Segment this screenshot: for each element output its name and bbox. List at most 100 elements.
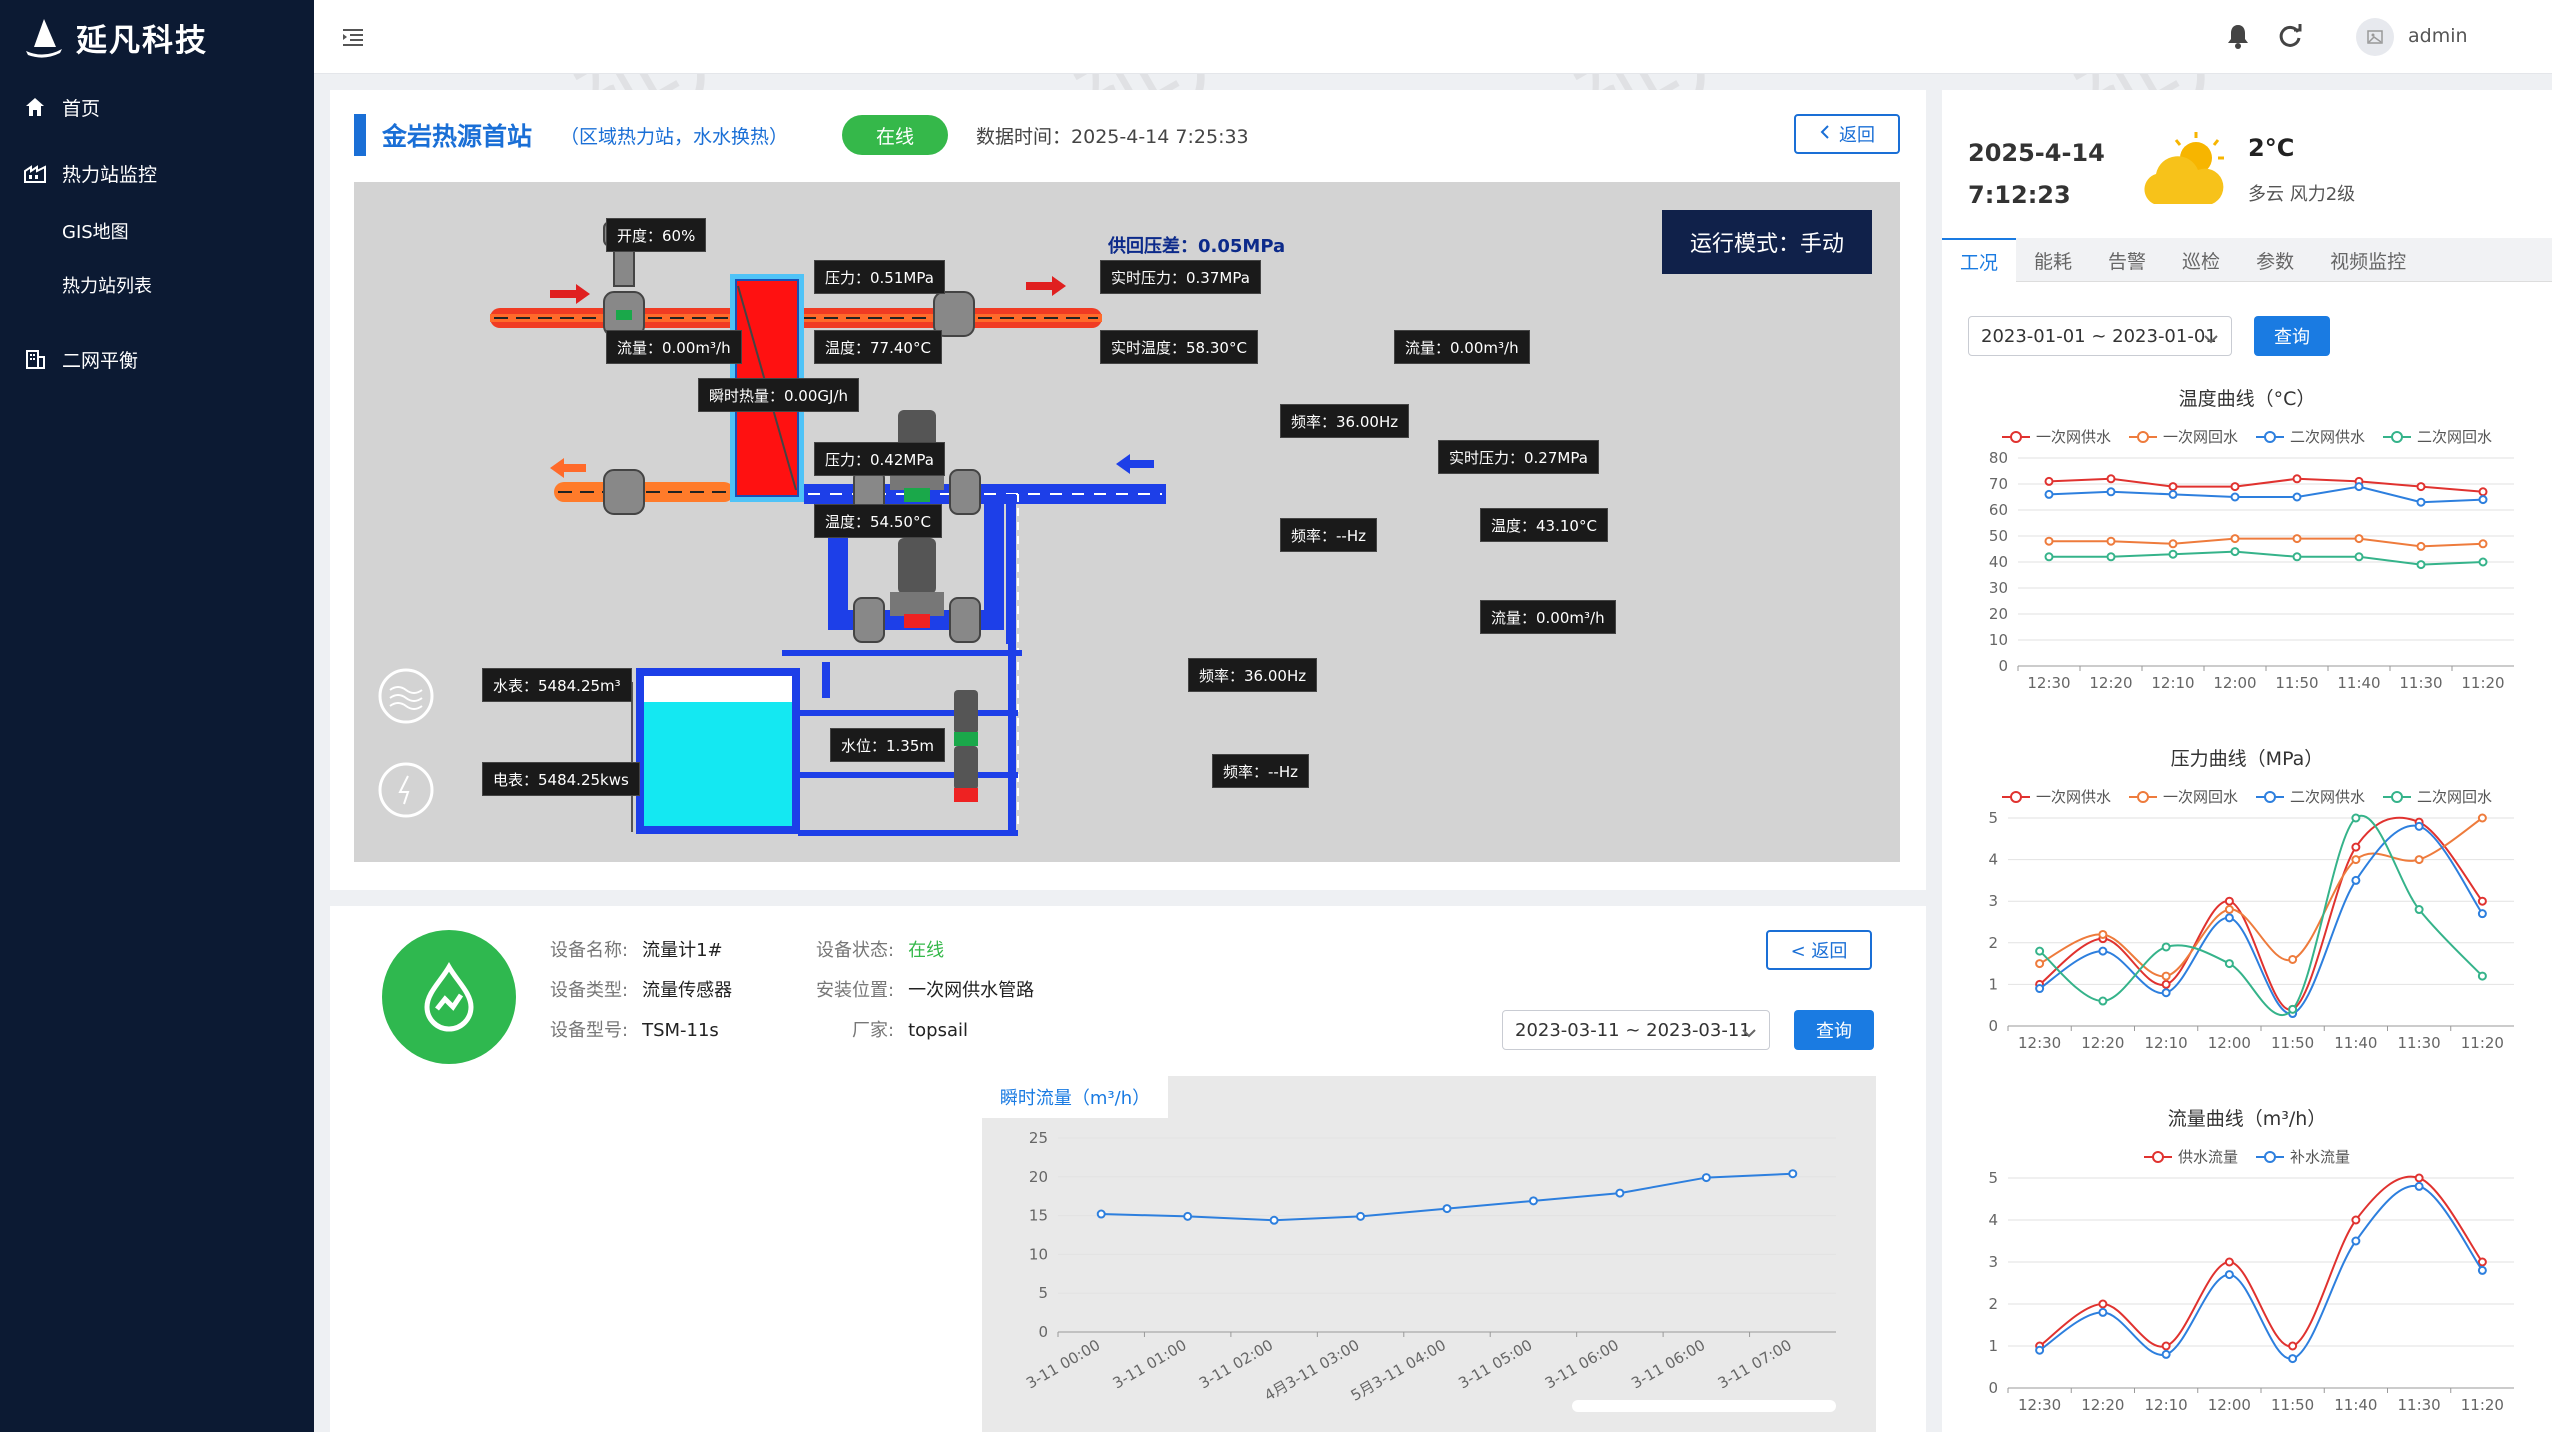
field-value: 一次网供水管路 — [908, 980, 1035, 1001]
x-tick-label: 11:20 — [2461, 1396, 2504, 1414]
data-point — [1096, 1209, 1106, 1219]
legend-item[interactable]: 一次网回水 — [2128, 786, 2238, 807]
data-point — [2478, 557, 2488, 567]
y-tick-label: 25 — [1029, 1129, 1048, 1147]
sidebar-item-secondary-balance[interactable]: 二网平衡 — [0, 326, 314, 392]
sidebar-item-label: 二网平衡 — [62, 349, 139, 372]
data-point — [2416, 482, 2426, 492]
y-tick-label: 5 — [1038, 1284, 1048, 1302]
device-vendor-field: 厂家:topsail — [852, 1016, 968, 1042]
data-point — [2478, 495, 2488, 505]
legend-item[interactable]: 一次网回水 — [2128, 426, 2238, 447]
y-tick-label: 4 — [1988, 851, 1998, 869]
tab-alarm[interactable]: 告警 — [2108, 250, 2147, 273]
right-date-range-picker[interactable]: 2023-01-01 ~ 2023-01-01 — [1968, 316, 2232, 356]
tab-energy[interactable]: 能耗 — [2034, 250, 2073, 273]
x-tick-label: 11:20 — [2461, 1034, 2504, 1052]
sidebar-item-station-list[interactable]: 热力站列表 — [62, 276, 152, 297]
username[interactable]: admin — [2408, 25, 2468, 47]
y-tick-label: 70 — [1989, 475, 2008, 493]
legend-item[interactable]: 供水流量 — [2143, 1146, 2238, 1167]
data-point — [2416, 541, 2426, 551]
x-tick-label: 4月3-11 03:00 — [1261, 1336, 1362, 1405]
legend-item[interactable]: 一次网供水 — [2001, 426, 2111, 447]
temp-return-tag: 温度：54.50°C — [814, 504, 942, 538]
series-line — [2039, 824, 2484, 1015]
legend-label: 一次网供水 — [2035, 428, 2111, 446]
refresh-icon[interactable] — [2276, 22, 2304, 54]
data-point — [2288, 954, 2298, 964]
tab-video[interactable]: 视频监控 — [2330, 250, 2407, 273]
sidebar-item-gis-map[interactable]: GIS地图 — [62, 222, 129, 243]
legend-item[interactable]: 二次网供水 — [2256, 786, 2365, 807]
x-tick-label: 12:20 — [2081, 1034, 2124, 1052]
data-point — [2224, 896, 2234, 906]
y-tick-label: 5 — [1988, 1170, 1998, 1187]
flow-out-tag: 流量：0.00m³/h — [1394, 330, 1530, 364]
legend-swatch — [2383, 430, 2412, 443]
legend-item[interactable]: 二次网回水 — [2383, 426, 2492, 447]
chart-zoom-slider[interactable] — [1572, 1400, 1836, 1412]
x-tick-label: 3-11 06:00 — [1628, 1336, 1708, 1393]
cloud-sun-icon — [2136, 126, 2236, 216]
run-mode-indicator[interactable]: 运行模式：手动 — [1662, 210, 1872, 274]
avatar[interactable] — [2356, 18, 2394, 56]
right-query-button[interactable]: 查询 — [2254, 316, 2330, 356]
right-tabs: 工况 能耗 告警 巡检 参数 视频监控 — [1942, 238, 2552, 282]
x-tick-label: 11:50 — [2275, 674, 2318, 692]
device-back-button[interactable]: < 返回 — [1766, 930, 1872, 970]
data-point — [2168, 482, 2178, 492]
field-key: 设备状态: — [816, 940, 895, 961]
field-value: topsail — [908, 1020, 968, 1041]
field-value: 流量传感器 — [642, 980, 733, 1001]
legend-label: 二次网供水 — [2290, 428, 2366, 446]
legend-label: 二次网回水 — [2417, 428, 2493, 446]
sidebar-item-station-monitor[interactable]: 热力站监控 — [0, 140, 314, 206]
data-point — [2106, 552, 2116, 562]
series-line — [2038, 814, 2484, 1017]
data-time: 数据时间：2025-4-14 7:25:33 — [976, 125, 1249, 148]
legend-swatch — [2128, 790, 2157, 803]
bell-icon[interactable] — [2224, 22, 2252, 54]
data-point — [2414, 855, 2424, 865]
legend-item[interactable]: 二次网供水 — [2256, 426, 2365, 447]
data-point — [2044, 489, 2054, 499]
tab-inspection[interactable]: 巡检 — [2182, 250, 2221, 273]
legend-label: 一次网回水 — [2162, 428, 2238, 446]
legend-item[interactable]: 一次网供水 — [2001, 786, 2111, 807]
data-point — [2224, 913, 2234, 923]
tab-working[interactable]: 工况 — [1942, 238, 2017, 282]
data-point — [2161, 979, 2171, 989]
device-status-field: 设备状态:在线 — [816, 936, 944, 962]
legend-item[interactable]: 二次网回水 — [2383, 786, 2492, 807]
logo[interactable]: 延凡科技 — [0, 0, 314, 74]
temp-return2-tag: 温度：43.10°C — [1480, 508, 1608, 542]
data-point — [2230, 492, 2240, 502]
menu-collapse-icon[interactable] — [340, 24, 366, 50]
pressure-diff-label: 供回压差：0.05MPa — [1108, 236, 1286, 257]
device-date-range-picker[interactable]: 2023-03-11 ~ 2023-03-11 — [1502, 1010, 1770, 1050]
field-key: 设备类型: — [550, 980, 629, 1001]
y-tick-label: 80 — [1989, 450, 2008, 467]
data-point — [2044, 536, 2054, 546]
back-button[interactable]: 返回 — [1794, 114, 1900, 154]
data-point — [2416, 560, 2426, 570]
x-tick-label: 3-11 05:00 — [1455, 1336, 1535, 1393]
pump3-freq-tag: 频率：36.00Hz — [1188, 658, 1318, 692]
x-tick-label: 11:40 — [2337, 674, 2380, 692]
chevron-left-icon — [1819, 124, 1831, 145]
device-query-button[interactable]: 查询 — [1794, 1010, 1874, 1050]
sidebar-item-home[interactable]: 首页 — [0, 74, 314, 140]
legend-item[interactable]: 补水流量 — [2256, 1146, 2350, 1167]
data-point — [2035, 1345, 2045, 1355]
legend-swatch — [2256, 430, 2284, 443]
x-tick-label: 3-11 07:00 — [1715, 1336, 1795, 1393]
water-meter-tag: 水表：5484.25m³ — [482, 668, 632, 702]
instant-flow-tab[interactable]: 瞬时流量（m³/h） — [982, 1076, 1168, 1118]
x-tick-label: 3-11 00:00 — [1023, 1336, 1103, 1393]
tab-params[interactable]: 参数 — [2256, 250, 2295, 273]
data-point — [2351, 1236, 2361, 1246]
legend-swatch — [2143, 1150, 2172, 1163]
series-line — [1101, 1172, 1793, 1222]
y-tick-label: 1 — [1988, 975, 1998, 993]
